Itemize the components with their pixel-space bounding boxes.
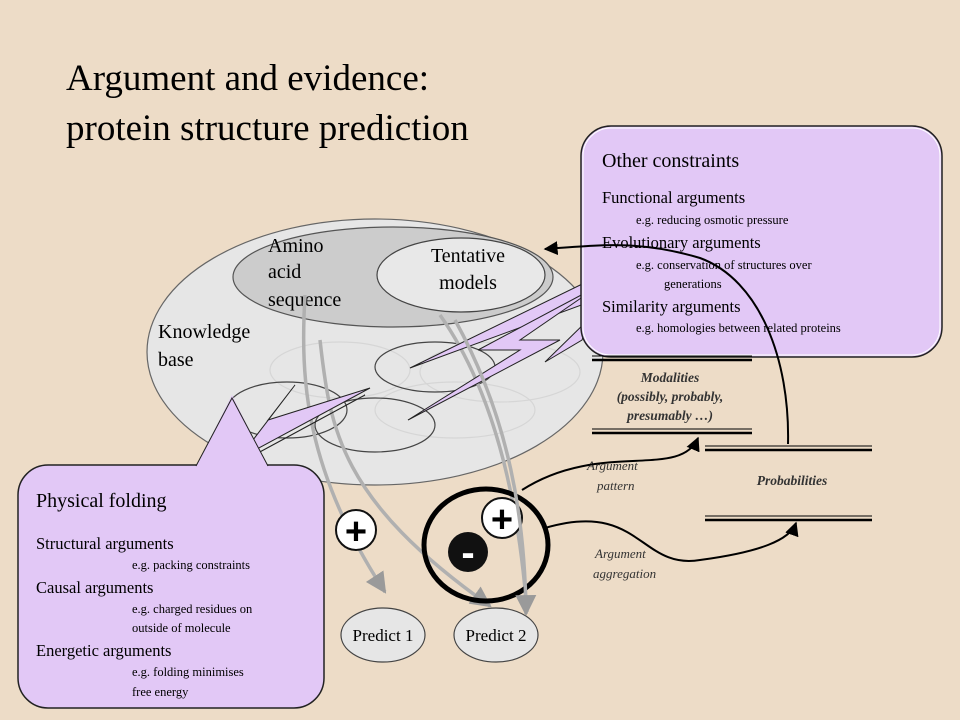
functional-arguments-example: e.g. reducing osmotic pressure (636, 213, 789, 227)
knowledge-base-label-line-2: base (158, 349, 194, 371)
argument-group-ellipse (421, 486, 551, 604)
modalities-line-3: presumably …) (626, 408, 713, 423)
title-line-1: Argument and evidence: (66, 58, 429, 99)
evolutionary-arguments-label: Evolutionary arguments (602, 233, 761, 252)
plus-left-badge (335, 509, 377, 551)
argument-aggregation-arrow (544, 520, 799, 562)
evolutionary-arguments-example: e.g. conservation of structures over (636, 258, 812, 272)
similarity-arguments-example: e.g. homologies between related proteins (636, 321, 841, 335)
plus-left-symbol: + (345, 511, 367, 553)
causal-arguments-example-2: outside of molecule (132, 621, 231, 635)
amino-acid-line-1: Amino (268, 235, 324, 257)
title-line-2: protein structure prediction (66, 108, 469, 149)
evolutionary-arguments-example-2: generations (664, 277, 722, 291)
modalities-lines (592, 355, 752, 435)
predict-2-gray-arrow (453, 319, 537, 617)
physical-folding-pointer-outline (195, 396, 269, 467)
energetic-arguments-label: Energetic arguments (36, 641, 171, 660)
structural-arguments-label: Structural arguments (36, 534, 174, 553)
feedback-arrow (543, 241, 790, 445)
knowledge-base-label-line-1: Knowledge (158, 321, 250, 343)
argument-pattern-line-2: pattern (596, 478, 635, 493)
modalities-line-1: Modalities (640, 370, 700, 385)
plus-right-symbol: + (491, 499, 513, 541)
minus-badge (448, 532, 488, 572)
physical-folding-pointer-base (196, 395, 268, 467)
probabilities-label: Probabilities (757, 473, 828, 488)
modalities-line-2: (possibly, probably, (617, 389, 724, 404)
tentative-models-ellipse (376, 237, 546, 313)
similarity-arguments-label: Similarity arguments (602, 297, 741, 316)
tentative-models-line-1: Tentative (431, 245, 505, 267)
causal-arguments-example: e.g. charged residues on (132, 602, 253, 616)
physical-folding-pointer-2 (244, 394, 366, 461)
other-constraints-pointer-2 (407, 284, 601, 421)
causal-arguments-label: Causal arguments (36, 578, 153, 597)
physical-folding-box (17, 464, 325, 709)
predict-2-ellipse (453, 607, 539, 663)
other-constraints-box-shadow-edge (582, 127, 941, 356)
predict-1-label: Predict 1 (353, 626, 414, 645)
structural-arguments-example: e.g. packing constraints (132, 558, 250, 572)
amino-acid-line-2: acid (268, 261, 301, 283)
probabilities-lines (705, 445, 872, 522)
argument-aggregation-line-1: Argument (594, 546, 646, 561)
argument-aggregation-line-2: aggregation (593, 566, 656, 581)
physical-folding-heading: Physical folding (36, 490, 167, 512)
minus-symbol: - (461, 531, 474, 575)
other-constraints-box (580, 125, 943, 358)
other-constraints-heading: Other constraints (602, 150, 739, 172)
energetic-arguments-example: e.g. folding minimises (132, 665, 244, 679)
energetic-arguments-example-2: free energy (132, 685, 189, 699)
functional-arguments-label: Functional arguments (602, 188, 745, 207)
plus-right-badge (481, 497, 523, 539)
predict-2-label: Predict 2 (466, 626, 527, 645)
tentative-models-line-2: models (439, 272, 497, 294)
argument-pattern-arrow (521, 436, 700, 491)
predict-1-ellipse (340, 607, 426, 663)
